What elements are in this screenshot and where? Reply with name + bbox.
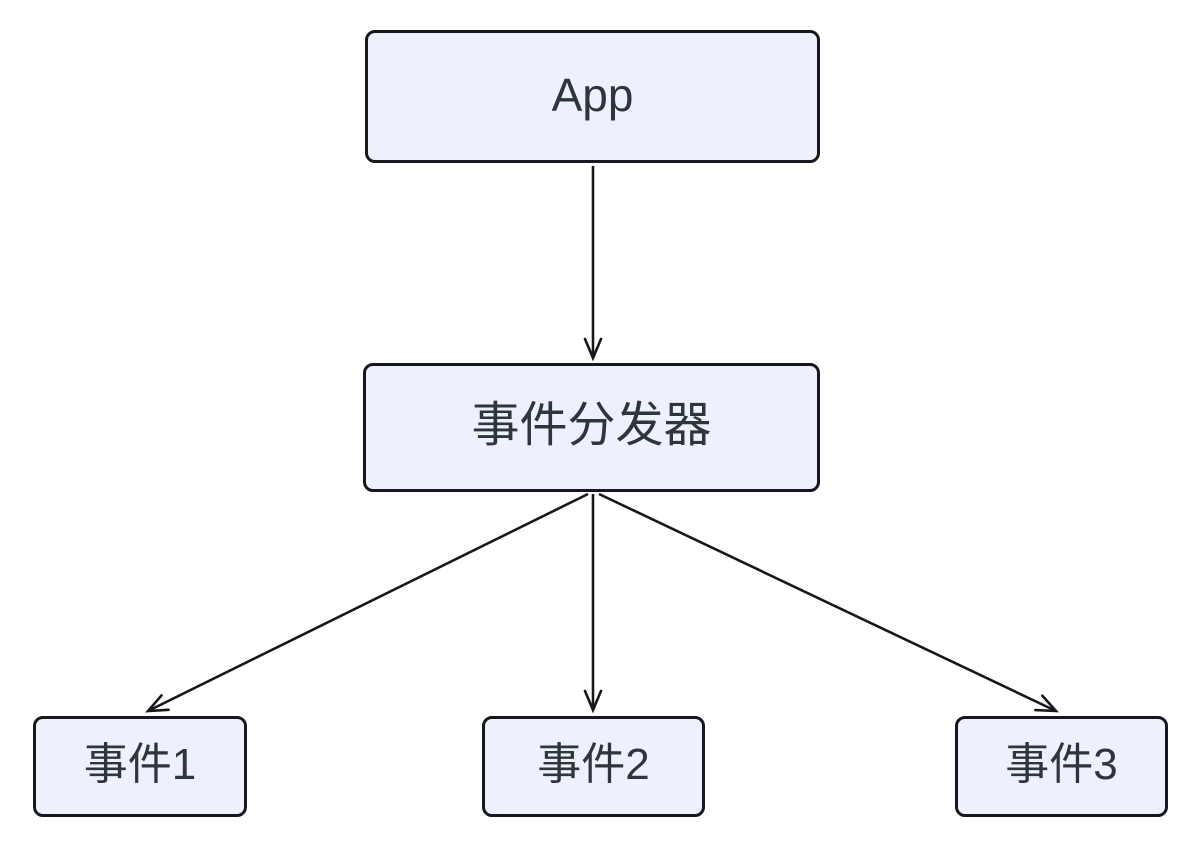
node-app-label: App	[551, 68, 634, 121]
node-event-dispatcher: 事件分发器	[363, 363, 820, 492]
node-event-dispatcher-label: 事件分发器	[471, 398, 712, 452]
node-event1-label: 事件1	[83, 739, 197, 789]
node-event2-label: 事件2	[537, 739, 650, 789]
edge-dispatcher-event1	[144, 492, 589, 713]
node-app: App	[365, 30, 820, 163]
node-event1: 事件1	[33, 716, 247, 817]
edge-dispatcher-event3	[598, 492, 1060, 713]
node-event3: 事件3	[955, 716, 1168, 817]
node-event2: 事件2	[482, 716, 705, 817]
node-event3-label: 事件3	[1005, 739, 1118, 789]
